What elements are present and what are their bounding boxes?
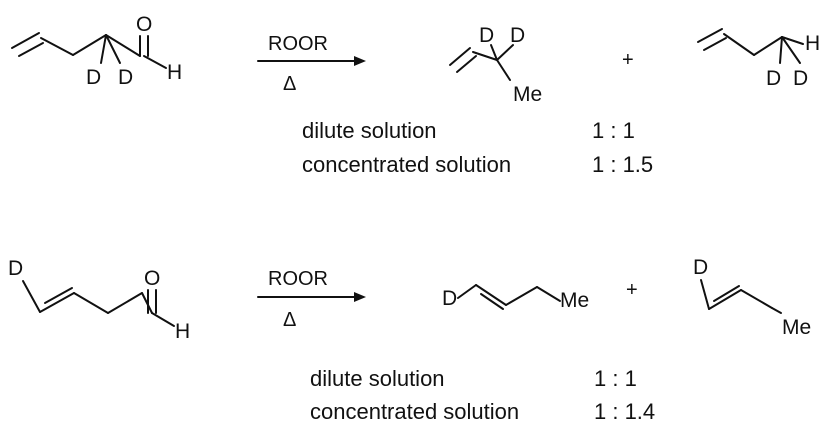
condition-label: concentrated solution	[302, 152, 511, 177]
heat-symbol: Δ	[283, 309, 296, 331]
plus-sign: +	[626, 279, 638, 301]
atom-d: D	[766, 67, 781, 90]
reaction-1: O H D D ROOR Δ D D Me +	[11, 13, 820, 177]
reaction-2-arrow: ROOR Δ	[257, 268, 366, 331]
product-2b-structure: D Me	[693, 256, 811, 339]
atom-h: H	[805, 32, 820, 55]
product-1b-structure: H D D	[697, 28, 820, 90]
plus-sign: +	[622, 49, 634, 71]
atom-d: D	[693, 256, 708, 279]
reactant-2-structure: D O H	[8, 257, 190, 343]
reaction-2-conditions: dilute solution 1 : 1 concentrated solut…	[310, 366, 655, 423]
atom-d: D	[442, 287, 457, 310]
reagent-label: ROOR	[268, 33, 328, 55]
reaction-2: D O H ROOR Δ D Me	[8, 256, 811, 423]
product-1a-structure: D D Me	[449, 24, 542, 106]
condition-label: concentrated solution	[310, 399, 519, 423]
atom-me: Me	[560, 289, 589, 312]
atom-d: D	[86, 66, 101, 89]
product-ratio: 1 : 1	[592, 118, 635, 143]
arrow-head	[354, 292, 366, 302]
condition-label: dilute solution	[302, 118, 437, 143]
product-ratio: 1 : 1	[594, 366, 637, 391]
atom-d: D	[118, 66, 133, 89]
reaction-1-conditions: dilute solution 1 : 1 concentrated solut…	[302, 118, 653, 177]
atom-d: D	[8, 257, 23, 280]
atom-d: D	[793, 67, 808, 90]
reactant-1-structure: O H D D	[11, 13, 182, 89]
atom-me: Me	[513, 83, 542, 106]
reaction-1-arrow: ROOR Δ	[257, 33, 366, 95]
atom-me: Me	[782, 316, 811, 339]
heat-symbol: Δ	[283, 73, 296, 95]
condition-label: dilute solution	[310, 366, 445, 391]
atom-o: O	[136, 13, 152, 36]
atom-d: D	[510, 24, 525, 47]
atom-h: H	[175, 320, 190, 343]
atom-h: H	[167, 61, 182, 84]
atom-d: D	[479, 24, 494, 47]
arrow-head	[354, 56, 366, 66]
product-2a-structure: D Me	[442, 284, 589, 312]
product-ratio: 1 : 1.4	[594, 399, 655, 423]
atom-o: O	[144, 267, 160, 290]
product-ratio: 1 : 1.5	[592, 152, 653, 177]
reagent-label: ROOR	[268, 268, 328, 290]
